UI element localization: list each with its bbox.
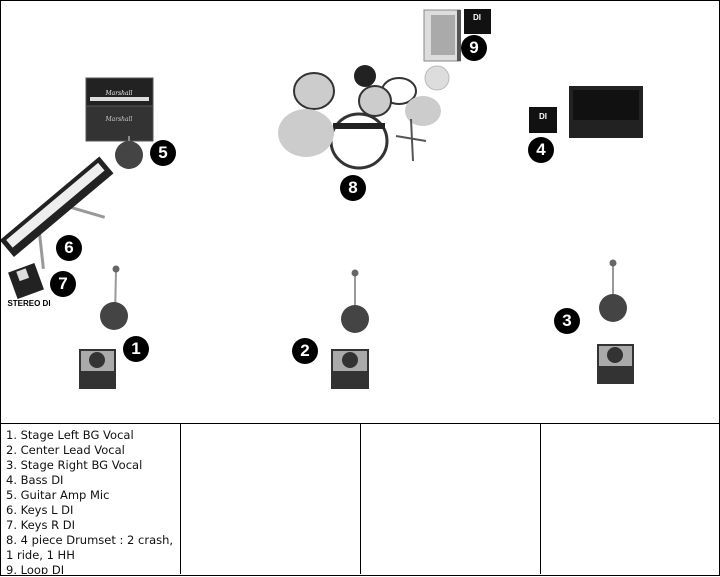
badge-8: 8	[340, 175, 366, 201]
loop-di-box-icon: DI	[464, 9, 491, 34]
input-list-item: 7. Keys R DI	[6, 518, 76, 532]
guitar-amp-icon: Marshall Marshall	[85, 77, 154, 142]
input-list-item: 6. Keys L DI	[6, 503, 74, 517]
input-list-item: 8. 4 piece Drumset : 2 crash, 1 ride, 1 …	[6, 533, 174, 562]
badge-3: 3	[554, 308, 580, 334]
stage-area: Marshall Marshall	[1, 1, 720, 424]
keyboard-icon	[1, 156, 114, 269]
badge-6: 6	[56, 235, 82, 261]
input-list-column: 1. Stage Left BG Vocal 2. Center Lead Vo…	[1, 424, 181, 574]
badge-2: 2	[292, 338, 318, 364]
input-list-item: 1. Stage Left BG Vocal	[6, 428, 134, 442]
input-list-item: 9. Loop DI	[6, 563, 65, 574]
laptop-icon	[423, 9, 461, 62]
drum-kit-icon	[278, 65, 450, 170]
monitor-wedge-1-icon	[79, 349, 116, 389]
badge-7: 7	[50, 271, 76, 297]
empty-column	[541, 424, 720, 574]
stereo-di-box-icon	[8, 263, 44, 299]
empty-column	[361, 424, 541, 574]
input-list-item: 4. Bass DI	[6, 473, 64, 487]
input-list-item: 3. Stage Right BG Vocal	[6, 458, 143, 472]
amp-brand-logo: Marshall	[105, 90, 133, 97]
loop-di-label: DI	[473, 13, 481, 22]
bass-di-box-icon: DI	[529, 107, 557, 133]
input-list-item: 2. Center Lead Vocal	[6, 443, 125, 457]
badge-1: 1	[123, 336, 149, 362]
bass-di-label: DI	[539, 112, 547, 121]
mic-stand-3-icon	[599, 259, 627, 322]
amp-cabinet-brand-logo: Marshall	[105, 116, 133, 123]
badge-4: 4	[528, 137, 554, 163]
mic-stand-icon	[115, 136, 143, 169]
bass-amp-icon	[569, 86, 643, 138]
stage-drawing: Marshall Marshall	[1, 9, 643, 389]
input-list-item: 5. Guitar Amp Mic	[6, 488, 110, 502]
empty-column	[181, 424, 361, 574]
mic-stand-2-icon	[341, 269, 369, 333]
input-list-table: 1. Stage Left BG Vocal 2. Center Lead Vo…	[1, 424, 720, 577]
mic-stand-1-icon	[100, 265, 128, 330]
monitor-wedge-3-icon	[597, 344, 634, 384]
badge-5: 5	[150, 140, 176, 166]
monitor-wedge-2-icon	[331, 349, 369, 389]
badge-9: 9	[461, 35, 487, 61]
stereo-di-label: STEREO DI	[7, 299, 51, 308]
